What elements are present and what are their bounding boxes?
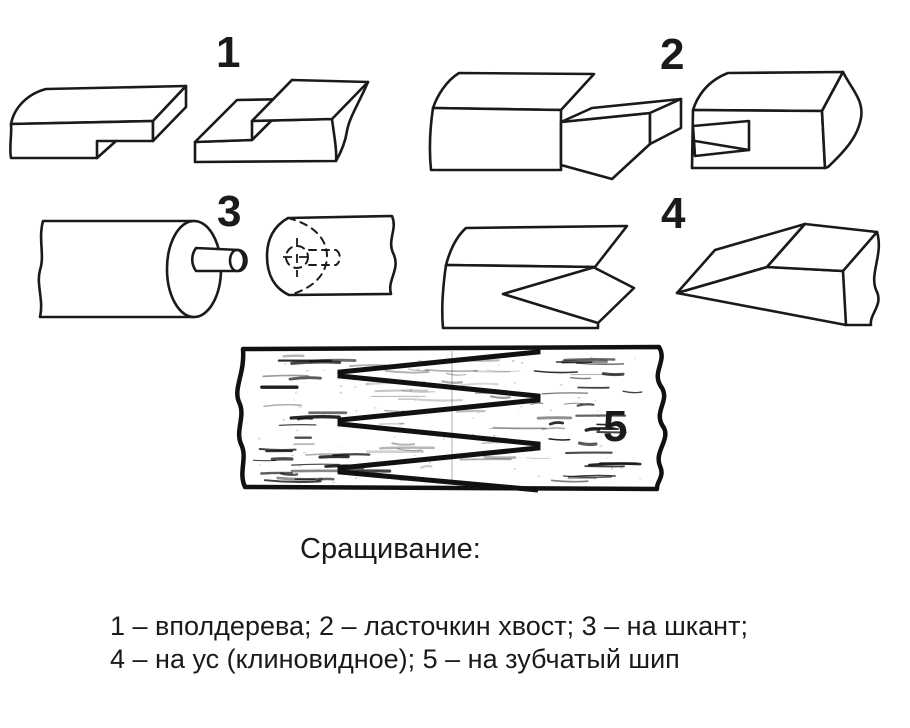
fig1-left-top-face [9, 84, 188, 126]
fig1-left-notch-edge [95, 139, 118, 160]
fig2-right-socket-edge [693, 139, 751, 152]
fig1-half-lap-left-piece [8, 84, 188, 160]
fig3-hole-depth-lines [308, 249, 341, 266]
fig1-right-torn-edge [334, 80, 370, 163]
figure-label-4: 4 [661, 189, 686, 238]
fig4-wedge-left-piece [440, 224, 636, 330]
fig2-dovetail-right-piece [690, 70, 863, 170]
fig3-dowel-right-piece [265, 214, 397, 297]
fig4-left-front-face [440, 263, 600, 330]
fig2-right-top-face [691, 70, 845, 113]
fig3-hole-centerlines [283, 238, 312, 277]
fig2-left-front-face [428, 106, 563, 172]
fig2-left-top-face [431, 71, 596, 112]
fig3-dowel-left-piece [37, 219, 248, 319]
figure-label-3: 3 [217, 187, 242, 236]
fig1-left-side-face [151, 84, 188, 143]
fig5-zigzag-joint-line [337, 347, 541, 493]
fig4-right-torn-edge [844, 230, 881, 327]
diagram-title: Сращивание: [300, 533, 481, 565]
fig5-finger-joint-board [235, 344, 668, 493]
fig2-dovetail-left-piece [428, 71, 683, 181]
caption-block: 1 – вполдерева; 2 – ласточкин хвост; 3 –… [110, 610, 748, 676]
fig2-right-side-face [820, 70, 863, 170]
figure-label-5: 5 [603, 402, 628, 451]
fig4-left-top-face [444, 224, 629, 269]
fig3-dowel-end-cap [228, 248, 246, 273]
fig4-left-mouth-edges [593, 266, 636, 325]
fig2-left-tenon-end [648, 97, 683, 146]
fig1-left-front-face [8, 119, 155, 160]
fig2-right-socket [691, 119, 751, 158]
fig4-wedge-right-piece [675, 222, 881, 327]
fig2-left-tenon-front [559, 111, 652, 181]
figure-label-1: 1 [216, 28, 241, 77]
fig3-right-cylinder [265, 214, 397, 297]
wood-grain-texture [252, 354, 643, 484]
caption-line-1: 1 – вполдерева; 2 – ласточкин хвост; 3 –… [110, 611, 748, 641]
fig3-right-hidden-rim [287, 217, 329, 296]
figure-label-2: 2 [660, 30, 685, 79]
caption-line-2: 4 – на ус (клиновидное); 5 – на зубчатый… [110, 644, 680, 674]
fig1-half-lap-right-piece [193, 78, 370, 164]
fig3-left-cylinder [37, 219, 196, 319]
